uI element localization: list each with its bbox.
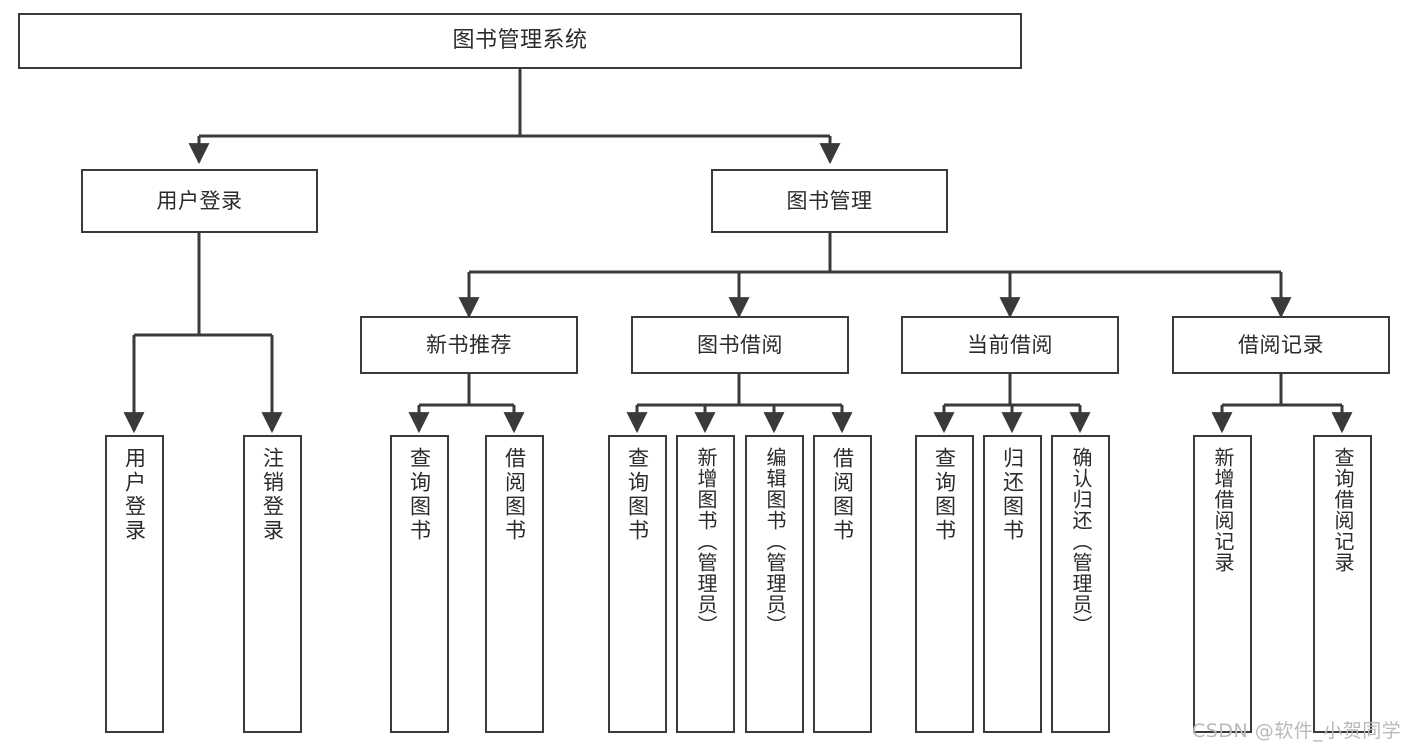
node-label: 图书借阅 [697, 332, 783, 357]
node-label: 查询图书 [407, 447, 432, 543]
leaf-current-borrow-confirm-return-admin[interactable]: 确认归还（管理员） [1051, 435, 1110, 733]
leaf-user-login-logout[interactable]: 注销登录 [243, 435, 302, 733]
node-book-management[interactable]: 图书管理 [711, 169, 948, 233]
node-root-book-management-system[interactable]: 图书管理系统 [18, 13, 1022, 69]
node-label: 图书管理 [786, 188, 873, 213]
leaf-book-borrow-query-book[interactable]: 查询图书 [608, 435, 667, 733]
node-label: 新书推荐 [426, 332, 512, 357]
leaf-new-book-query-book[interactable]: 查询图书 [390, 435, 449, 733]
node-current-borrow[interactable]: 当前借阅 [901, 316, 1119, 374]
node-book-borrow[interactable]: 图书借阅 [631, 316, 849, 374]
leaf-new-book-borrow-book[interactable]: 借阅图书 [485, 435, 544, 733]
leaf-borrow-record-query-record[interactable]: 查询借阅记录 [1313, 435, 1372, 733]
node-label: 新增借阅记录 [1211, 447, 1235, 573]
node-label: 借阅图书 [830, 447, 855, 543]
node-borrow-record[interactable]: 借阅记录 [1172, 316, 1390, 374]
leaf-current-borrow-return-book[interactable]: 归还图书 [983, 435, 1042, 733]
node-label: 借阅图书 [502, 447, 527, 543]
node-label: 归还图书 [1000, 447, 1025, 543]
node-label: 新增图书（管理员） [694, 447, 718, 636]
node-label: 图书管理系统 [452, 28, 588, 54]
watermark-text: CSDN @软件_小贺同学 [1192, 720, 1402, 742]
node-label: 注销登录 [260, 447, 285, 543]
node-user-login[interactable]: 用户登录 [81, 169, 318, 233]
leaf-book-borrow-borrow-book[interactable]: 借阅图书 [813, 435, 872, 733]
leaf-user-login-login[interactable]: 用户登录 [105, 435, 164, 733]
leaf-book-borrow-add-book-admin[interactable]: 新增图书（管理员） [676, 435, 735, 733]
leaf-borrow-record-add-record[interactable]: 新增借阅记录 [1193, 435, 1252, 733]
node-label: 查询借阅记录 [1331, 447, 1355, 573]
node-label: 确认归还（管理员） [1069, 447, 1093, 636]
csdn-watermark: CSDN @软件_小贺同学 [1192, 716, 1401, 743]
leaf-book-borrow-edit-book-admin[interactable]: 编辑图书（管理员） [745, 435, 804, 733]
node-label: 用户登录 [156, 188, 243, 213]
node-label: 编辑图书（管理员） [763, 447, 787, 636]
node-label: 查询图书 [932, 447, 957, 543]
node-label: 当前借阅 [967, 332, 1053, 357]
node-new-book-recommend[interactable]: 新书推荐 [360, 316, 578, 374]
leaf-current-borrow-query-book[interactable]: 查询图书 [915, 435, 974, 733]
node-label: 用户登录 [122, 447, 147, 543]
node-label: 借阅记录 [1238, 332, 1324, 357]
node-label: 查询图书 [625, 447, 650, 543]
